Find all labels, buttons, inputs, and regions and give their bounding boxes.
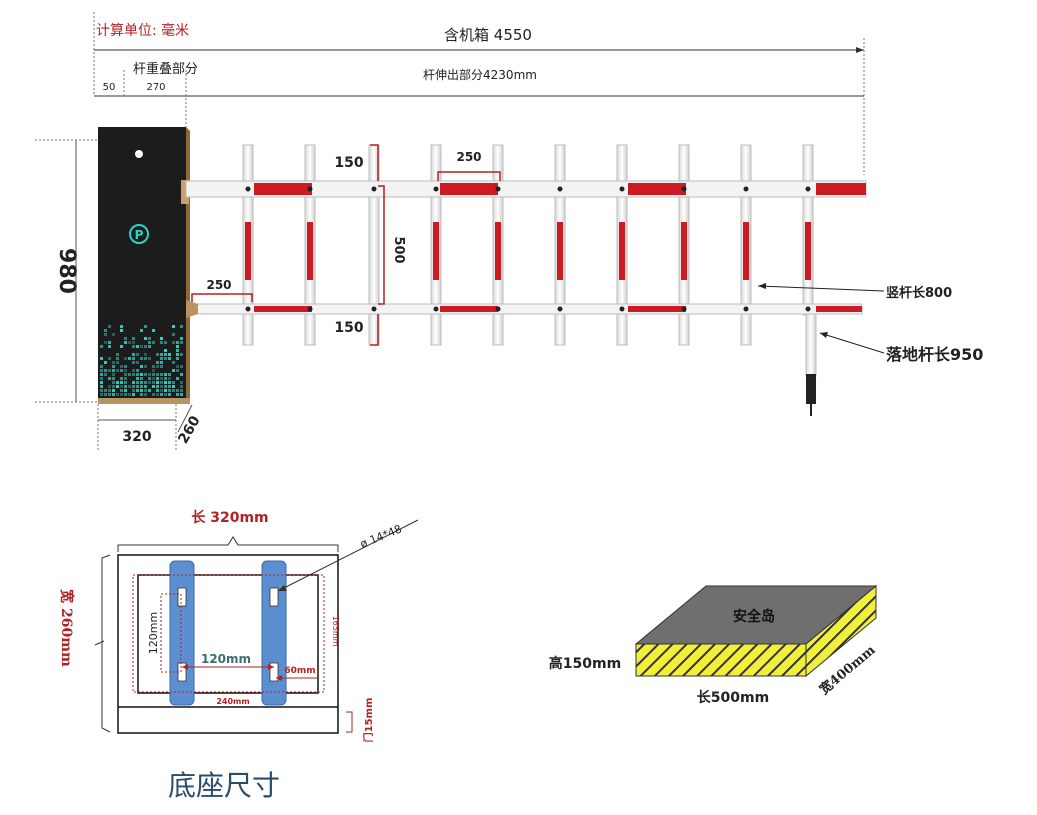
base-drawing xyxy=(94,519,419,734)
picket-red-stripe xyxy=(805,222,811,280)
base-title: 底座尺寸 xyxy=(168,769,280,802)
picket-red-stripe xyxy=(245,222,251,280)
island-side xyxy=(805,584,877,678)
cabinet-base-dimensions xyxy=(97,404,193,450)
unit-note: 计算单位: 毫米 xyxy=(96,22,189,39)
fence-annotations xyxy=(191,144,885,354)
bottom-rail-red-stripe xyxy=(628,306,686,312)
inner-vertical-label: 120mm xyxy=(147,612,160,654)
hole-spec-label: ø 14*48 xyxy=(358,522,403,550)
base-plate-outline xyxy=(117,554,339,734)
picket-red-stripe xyxy=(433,222,439,280)
edge-offset-label: 60mm xyxy=(284,666,315,676)
parking-logo-icon xyxy=(129,224,149,244)
island-front xyxy=(635,643,807,677)
bottom-dim-label: 240mm xyxy=(216,697,249,706)
dim-50-label: 50 xyxy=(103,82,116,93)
safety-island xyxy=(634,584,878,678)
fence-height-label: 500 xyxy=(391,236,406,263)
top-gap-label: 150 xyxy=(334,155,363,171)
picket-red-stripe xyxy=(681,222,687,280)
floor-pole-length-label: 落地杆长950 xyxy=(886,345,983,364)
picket-red-stripe xyxy=(495,222,501,280)
floor-pole xyxy=(805,313,817,377)
bottom-rail-red-stripe xyxy=(816,306,862,312)
svg-text:P: P xyxy=(135,228,144,242)
bottom-rail-red-stripe xyxy=(440,306,498,312)
top-rail-red-stripe xyxy=(254,183,312,195)
island-height-label: 高150mm xyxy=(549,655,621,672)
cabinet-dot-pattern xyxy=(100,325,183,396)
picket-red-stripe xyxy=(743,222,749,280)
picket-red-stripe xyxy=(557,222,563,280)
arm-extension-label: 杆伸出部分4230mm xyxy=(423,67,537,82)
base-width-label: 宽 260mm xyxy=(58,589,75,667)
fence-pickets xyxy=(242,144,814,346)
indicator-light-icon xyxy=(135,150,143,158)
picket-red-stripe xyxy=(307,222,313,280)
side-dim-label: 门15mm xyxy=(362,698,375,743)
island-length-label: 长500mm xyxy=(697,689,769,706)
cabinet-height-label: 980 xyxy=(54,248,79,294)
picket-red-stripe xyxy=(619,222,625,280)
top-dimensions xyxy=(93,12,865,175)
dim-270-label: 270 xyxy=(146,82,165,93)
vertical-bar-length-label: 竖杆长800 xyxy=(886,285,952,301)
right-dim-label: 165mm xyxy=(331,616,340,647)
floor-pole-foot xyxy=(806,374,816,404)
picket-spacing-top-label: 250 xyxy=(456,150,481,164)
cabinet-height-dimension xyxy=(35,139,98,403)
gate-cabinet: P xyxy=(98,127,190,404)
island-top-label: 安全岛 xyxy=(733,608,775,625)
right-mount-bracket xyxy=(261,560,287,706)
top-rail-red-stripe xyxy=(816,183,866,195)
base-length-label: 长 320mm xyxy=(191,509,268,526)
inner-horizontal-label: 120mm xyxy=(201,652,251,666)
picket-spacing-bottom-label: 250 xyxy=(206,278,231,292)
fence-arm xyxy=(185,144,867,416)
bottom-rail-red-stripe xyxy=(254,306,312,312)
top-rail-red-stripe xyxy=(440,183,498,195)
left-mount-bracket xyxy=(169,560,195,706)
cabinet-width-label: 320 xyxy=(122,429,151,445)
overlap-part-label: 杆重叠部分 xyxy=(133,61,198,77)
bottom-gap-label: 150 xyxy=(334,320,363,336)
cabinet-depth-label: 260 xyxy=(175,413,204,447)
total-length-label: 含机箱 4550 xyxy=(444,26,532,44)
base-inner-outline xyxy=(137,574,319,694)
top-rail-red-stripe xyxy=(628,183,686,195)
